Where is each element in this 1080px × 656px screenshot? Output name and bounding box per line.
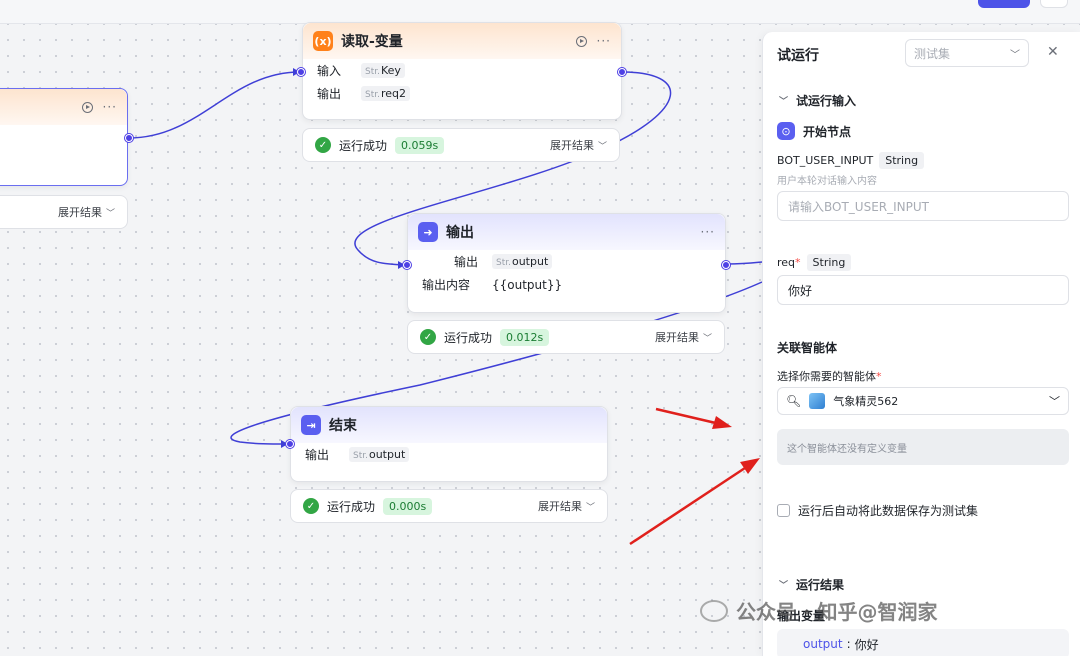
type-tag: Str.req2 — [361, 86, 411, 101]
bot-user-input-field[interactable]: 请输入BOT_USER_INPUT — [777, 191, 1069, 221]
node-title: 读取-变量 — [341, 34, 403, 50]
chevron-down-icon: ﹀ — [585, 503, 595, 513]
play-icon[interactable] — [575, 35, 587, 47]
type-tag: Str.output — [492, 254, 553, 269]
required-mark: * — [795, 256, 801, 269]
start-node-header: ⊙ 开始节点 — [777, 122, 851, 140]
check-circle-icon: ✓ — [303, 498, 319, 514]
field-label-bot-user-input: BOT_USER_INPUT String — [777, 152, 925, 169]
edge-read-to-output — [354, 71, 672, 266]
save-testset-checkbox[interactable] — [777, 504, 790, 517]
duration-badge: 0.059s — [395, 136, 445, 154]
more-icon[interactable]: ··· — [102, 100, 117, 114]
testset-select[interactable]: 测试集 ﹀ — [905, 39, 1029, 67]
output-port[interactable] — [722, 261, 730, 269]
node-row-content: 输出内容 {{output}} — [422, 277, 563, 293]
chevron-down-icon: ﹀ — [597, 142, 607, 152]
expand-result-button[interactable]: 展开结果﹀ — [57, 206, 115, 219]
edge-arrowhead — [398, 261, 405, 269]
content-template: {{output}} — [492, 277, 563, 292]
run-result-bar: 展开结果﹀ — [0, 195, 128, 229]
output-node[interactable]: ➜ 输出 ··· 输出 Str.output 输出内容 {{output}} — [407, 213, 726, 313]
chevron-down-icon: ﹀ — [1010, 49, 1020, 61]
check-circle-icon: ✓ — [315, 137, 331, 153]
duration-badge: 0.012s — [500, 328, 550, 346]
field-label-req: req* String — [777, 254, 852, 271]
edge-output-to-end — [230, 261, 763, 445]
annotation-arrowhead-bottom — [740, 458, 760, 474]
field-hint: 用户本轮对话输入内容 — [777, 176, 877, 187]
save-testset-checkbox-row[interactable]: 运行后自动将此数据保存为测试集 — [777, 502, 978, 519]
node-row-output: 输出 Str.output — [291, 443, 607, 466]
chevron-down-icon: ﹀ — [702, 334, 712, 344]
edge-left-to-read — [128, 71, 301, 139]
start-node-icon: ⊙ — [777, 122, 795, 140]
type-tag: Str.output — [349, 447, 410, 462]
required-mark: * — [876, 370, 882, 383]
output-port[interactable] — [618, 68, 626, 76]
agent-section-title: 关联智能体 — [777, 341, 838, 355]
annotation-arrow-top — [655, 407, 721, 426]
output-variables-label: 输出变量 — [777, 609, 826, 623]
wechat-icon — [700, 599, 728, 622]
annotation-arrow-bottom — [629, 464, 749, 546]
end-node[interactable]: ⇥ 结束 输出 Str.output — [290, 406, 608, 482]
publish-button[interactable] — [978, 0, 1030, 8]
type-tag: Str.Key — [361, 63, 405, 78]
result-section-toggle[interactable]: ﹀ 运行结果 — [779, 578, 845, 592]
input-port[interactable] — [297, 68, 305, 76]
end-icon: ⇥ — [301, 415, 321, 435]
expand-result-button[interactable]: 展开结果﹀ — [537, 500, 595, 513]
node-row-input: 输入 Str.Key — [303, 59, 621, 82]
run-result-bar: ✓ 运行成功 0.012s 展开结果﹀ — [407, 320, 725, 354]
chevron-down-icon: ﹀ — [779, 97, 789, 107]
agent-select-label: 选择你需要的智能体* — [777, 370, 882, 383]
close-icon[interactable]: ✕ — [1047, 44, 1059, 60]
watermark: 公众号 · 知乎@智润家 — [700, 596, 938, 625]
chevron-down-icon: ﹀ — [105, 209, 115, 219]
agent-avatar — [809, 393, 826, 409]
node-title: 结束 — [329, 418, 357, 434]
agent-variables-empty: 这个智能体还没有定义变量 — [777, 429, 1069, 465]
expand-result-button[interactable]: 展开结果﹀ — [654, 331, 712, 344]
output-icon: ➜ — [418, 222, 438, 242]
expand-result-button[interactable]: 展开结果﹀ — [549, 139, 607, 152]
node-title: 输出 — [446, 225, 474, 241]
partial-node[interactable]: ··· — [0, 88, 128, 186]
output-result-box: output : 你好 — [777, 629, 1069, 656]
agent-select[interactable]: 🔍︎ 气象精灵562 ﹀ — [777, 387, 1069, 415]
chevron-down-icon: ﹀ — [1049, 395, 1060, 408]
duration-badge: 0.000s — [383, 497, 433, 515]
input-port[interactable] — [403, 261, 411, 269]
search-icon: 🔍︎ — [786, 394, 802, 408]
play-icon[interactable] — [81, 101, 93, 113]
edge-arrowhead — [293, 68, 300, 76]
more-icon[interactable]: ··· — [700, 225, 715, 239]
node-row-output: 输出 Str.req2 — [303, 82, 621, 105]
run-result-bar: ✓ 运行成功 0.000s 展开结果﹀ — [290, 489, 608, 523]
more-options-button[interactable] — [1040, 0, 1068, 8]
type-badge: String — [806, 254, 852, 271]
edge-arrowhead — [281, 440, 288, 448]
check-circle-icon: ✓ — [420, 329, 436, 345]
chevron-down-icon: ﹀ — [779, 581, 789, 591]
annotation-arrowhead-top — [712, 416, 732, 429]
node-row-output: 输出 Str.output — [408, 250, 725, 273]
run-result-bar: ✓ 运行成功 0.059s 展开结果﹀ — [302, 128, 620, 162]
test-run-panel: 试运行 测试集 ﹀ ✕ ﹀ 试运行输入 ⊙ 开始节点 BOT_USER_INPU… — [762, 32, 1080, 656]
type-badge: String — [879, 152, 925, 169]
input-section-toggle[interactable]: ﹀ 试运行输入 — [779, 94, 857, 108]
variable-icon: (x) — [313, 31, 333, 51]
input-port[interactable] — [286, 440, 294, 448]
more-icon[interactable]: ··· — [596, 34, 611, 48]
panel-title: 试运行 — [777, 48, 819, 64]
read-variable-node[interactable]: (x) 读取-变量 ··· 输入 Str.Key 输出 Str.req2 — [302, 22, 622, 120]
req-input-field[interactable]: 你好 — [777, 275, 1069, 305]
output-port[interactable] — [125, 134, 133, 142]
